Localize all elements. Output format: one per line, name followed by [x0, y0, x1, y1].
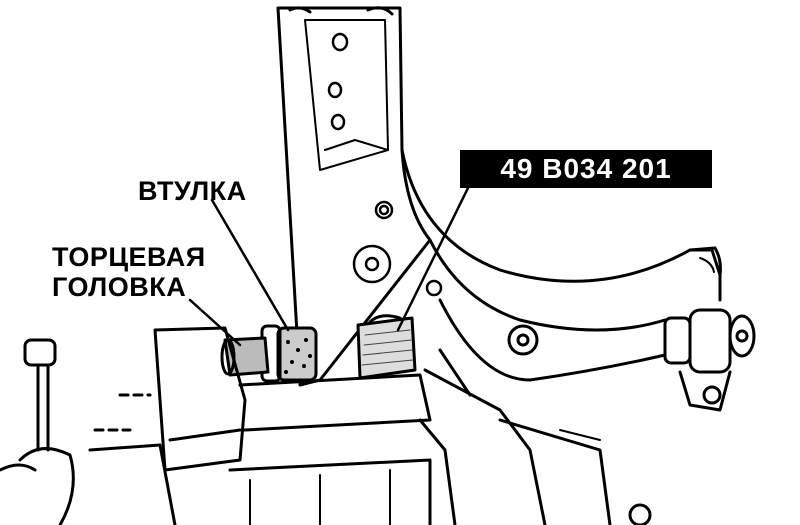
socket-label: ТОРЦЕВАЯ ГОЛОВКА: [52, 242, 206, 302]
press-body: [88, 326, 652, 525]
rear-bushing-mount: [663, 246, 756, 412]
vise-handle: [0, 338, 152, 525]
bushing-leader-line: [210, 198, 290, 332]
socket-leader-line: [188, 298, 242, 347]
special-tool-block: [356, 314, 417, 380]
tool-leader-line: [396, 186, 470, 332]
socket-label-line-1: ТОРЦЕВАЯ: [52, 242, 206, 272]
bushing-label: ВТУЛКА: [138, 176, 247, 206]
bushing: [260, 324, 318, 383]
control-arm: [400, 148, 722, 382]
tool-code-text: 49 B034 201: [500, 153, 672, 184]
tool-code-badge: 49 B034 201: [460, 150, 712, 188]
leader-lines: [188, 186, 470, 347]
bracket-holes: [327, 32, 443, 297]
socket-label-line-2: ГОЛОВКА: [52, 272, 187, 302]
